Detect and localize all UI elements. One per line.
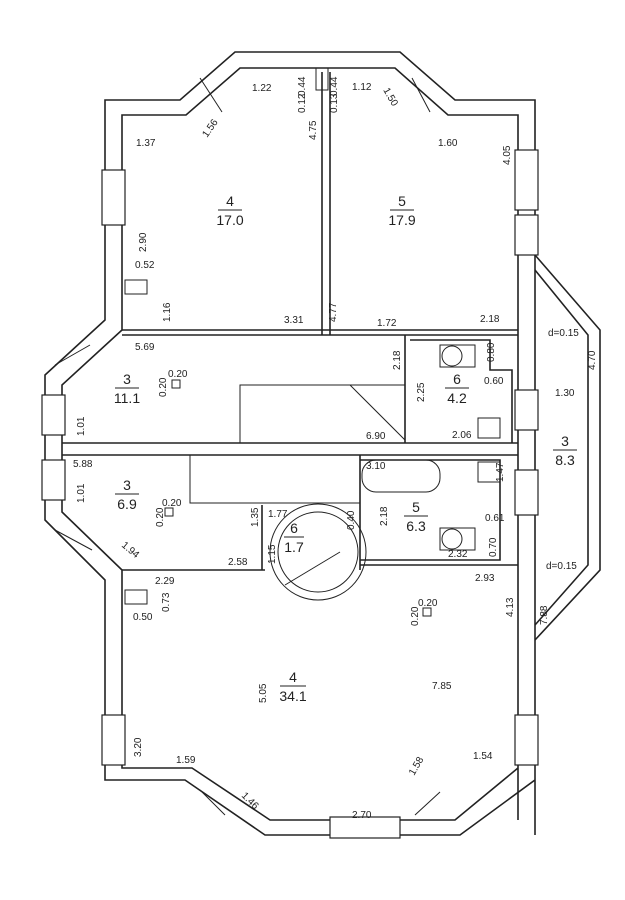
svg-text:6.9: 6.9 — [117, 496, 137, 512]
dimension-label: 5.88 — [73, 459, 93, 470]
dimension-label: 1.56 — [200, 117, 220, 140]
dimension-label: 2.58 — [228, 557, 248, 568]
dimension-label: 2.06 — [452, 430, 472, 441]
room-label: 56.3 — [404, 499, 428, 534]
room-label: 311.1 — [114, 371, 140, 406]
dimension-label: 1.22 — [252, 83, 272, 94]
dimension-label: 1.94 — [119, 540, 141, 561]
dimension-label: 0.61 — [485, 513, 505, 524]
dimension-label: 0.44 — [297, 76, 308, 96]
svg-text:17.0: 17.0 — [216, 212, 243, 228]
dimension-label: 4.70 — [587, 350, 598, 370]
dimension-label: 4.75 — [308, 120, 319, 140]
interior-walls — [62, 67, 518, 617]
dimension-label: 1.54 — [473, 751, 493, 762]
dimension-label: 2.29 — [155, 576, 175, 587]
dimension-label: 1.15 — [267, 544, 278, 564]
dimension-label: 0.20 — [410, 606, 421, 626]
dimension-label: 0.70 — [488, 537, 499, 557]
svg-text:4: 4 — [289, 669, 297, 685]
dimension-label: 1.72 — [377, 318, 397, 329]
dimension-label: 2.18 — [480, 314, 500, 325]
room-label: 64.2 — [445, 371, 469, 406]
room-label: 517.9 — [388, 193, 415, 228]
dimension-label: 2.90 — [138, 232, 149, 252]
svg-text:5: 5 — [412, 499, 420, 515]
dimension-label: 2.70 — [352, 810, 372, 821]
dimension-label: 1.16 — [162, 302, 173, 322]
dimension-label: 2.18 — [379, 506, 390, 526]
dimension-label: 1.59 — [176, 755, 196, 766]
dimension-label: 0.12 — [297, 93, 308, 113]
dimension-label: 2.93 — [475, 573, 495, 584]
room-label: 417.0 — [216, 193, 243, 228]
dimension-label: 0.13 — [329, 93, 340, 113]
dimension-label: 4.05 — [502, 145, 513, 165]
dimension-label: 0.73 — [161, 592, 172, 612]
dimension-label: 6.90 — [366, 431, 386, 442]
dimension-label: 1.46 — [239, 790, 261, 812]
dimension-label: 5.69 — [135, 342, 155, 353]
dimension-label: 1.30 — [555, 388, 575, 399]
dimension-label: 4.77 — [328, 302, 339, 322]
dimension-label: 0.40 — [346, 510, 357, 530]
dimension-label: 1.12 — [352, 82, 372, 93]
dimension-label: 3.31 — [284, 315, 304, 326]
dimension-label: 5.05 — [258, 683, 269, 703]
dimension-label: 0.52 — [135, 260, 155, 271]
dimension-label: 1.60 — [438, 138, 458, 149]
windows — [41, 77, 539, 839]
room-label: 434.1 — [279, 669, 306, 704]
dimension-label: 3.20 — [133, 737, 144, 757]
room-labels: 417.0 517.9 311.1 64.2 38.3 36.9 56.3 61… — [114, 193, 577, 704]
dimension-label: 1.50 — [380, 86, 399, 109]
dimension-label: 3.10 — [366, 461, 386, 472]
dimension-label: 0.20 — [418, 598, 438, 609]
dimension-label: 0.20 — [162, 498, 182, 509]
dimension-label: 7.88 — [539, 605, 550, 625]
dimension-label: 0.50 — [133, 612, 153, 623]
dimension-label: 1.58 — [407, 755, 426, 778]
dimension-label: 0.20 — [155, 507, 166, 527]
svg-text:17.9: 17.9 — [388, 212, 415, 228]
dimension-label: d=0.15 — [546, 561, 577, 572]
dimension-label: 0.80 — [486, 342, 497, 362]
dimension-label: 0.60 — [484, 376, 504, 387]
svg-text:3: 3 — [561, 433, 569, 449]
svg-text:34.1: 34.1 — [279, 688, 306, 704]
dimension-labels: 1.22 0.44 0.12 4.75 0.44 0.13 1.12 1.50 … — [73, 76, 598, 821]
svg-text:5: 5 — [398, 193, 406, 209]
dimension-label: 4.13 — [505, 597, 516, 617]
dimension-label: 1.01 — [76, 416, 87, 436]
dimension-label: 1.47 — [495, 462, 506, 482]
dimension-label: d=0.15 — [548, 328, 579, 339]
svg-text:6.3: 6.3 — [406, 518, 426, 534]
dimension-label: 1.01 — [76, 483, 87, 503]
svg-text:6: 6 — [453, 371, 461, 387]
dimension-label: 1.37 — [136, 138, 156, 149]
svg-text:3: 3 — [123, 477, 131, 493]
dimension-label: 2.25 — [416, 382, 427, 402]
dimension-label: 1.77 — [268, 509, 288, 520]
svg-text:8.3: 8.3 — [555, 452, 575, 468]
svg-text:4: 4 — [226, 193, 234, 209]
svg-text:6: 6 — [290, 520, 298, 536]
dimension-label: 1.35 — [250, 507, 261, 527]
svg-text:1.7: 1.7 — [284, 539, 304, 555]
dimension-label: 0.20 — [168, 369, 188, 380]
room-label: 38.3 — [553, 433, 577, 468]
svg-text:3: 3 — [123, 371, 131, 387]
dimension-label: 0.44 — [329, 76, 340, 96]
room-label: 36.9 — [115, 477, 139, 512]
dimension-label: 7.85 — [432, 681, 452, 692]
svg-text:11.1: 11.1 — [114, 390, 140, 406]
svg-text:4.2: 4.2 — [447, 390, 467, 406]
dimension-label: 2.32 — [448, 549, 468, 560]
dimension-label: 2.18 — [392, 350, 403, 370]
dimension-label: 0.20 — [158, 377, 169, 397]
room-label: 61.7 — [284, 520, 304, 555]
